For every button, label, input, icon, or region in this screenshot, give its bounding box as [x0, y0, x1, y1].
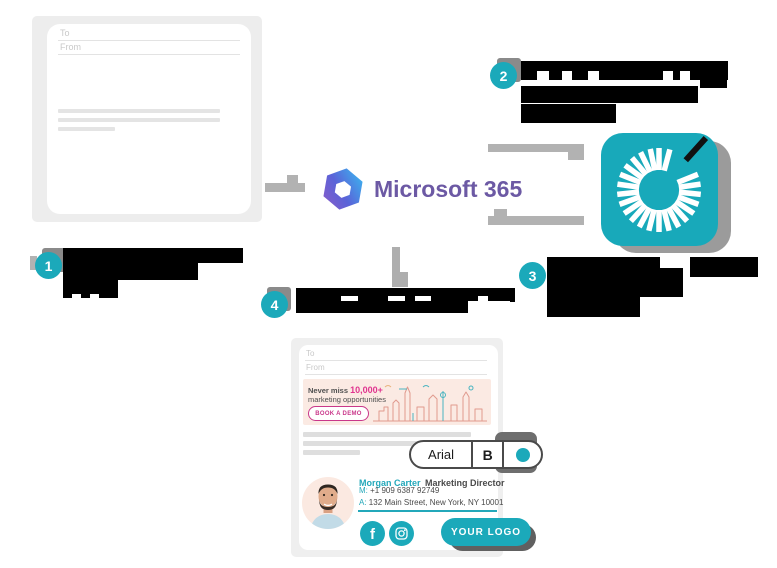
redacted-text-block	[547, 257, 660, 268]
banner-prefix: Never miss	[308, 386, 351, 395]
color-picker-section[interactable]	[504, 442, 541, 467]
step-4-badge: 4	[261, 291, 288, 318]
to-field-underline	[305, 360, 487, 361]
placeholder-text-line	[303, 450, 360, 455]
from-field-underline	[305, 374, 487, 375]
redacted-text-block	[63, 263, 198, 280]
from-field-underline	[58, 54, 240, 55]
to-field-underline	[58, 40, 240, 41]
signature-job-title: Marketing Director	[424, 478, 505, 488]
connector-right-bottom	[488, 216, 584, 225]
step-2-badge: 2	[490, 62, 517, 89]
connector-down	[392, 247, 400, 287]
to-field[interactable]: To	[306, 349, 315, 358]
connector-left-arrow	[265, 183, 305, 192]
microsoft-365-label: Microsoft 365	[374, 176, 523, 202]
redacted-text-block	[700, 61, 727, 88]
facebook-f-glyph: f	[370, 526, 375, 543]
to-field[interactable]: To	[60, 28, 70, 38]
placeholder-text-line	[303, 432, 471, 437]
signature-divider	[358, 510, 497, 512]
instagram-glyph	[395, 527, 408, 540]
signature-name-line: Morgan Carter Marketing Director	[359, 473, 505, 491]
microsoft-365-icon	[323, 168, 363, 210]
mobile-label: M:	[359, 486, 368, 495]
connector-right-bottom-arrowhead	[494, 209, 507, 216]
step-3-badge: 3	[519, 262, 546, 289]
from-field[interactable]: From	[306, 363, 325, 372]
step-1-badge: 1	[35, 252, 62, 279]
redacted-text-block	[63, 248, 243, 263]
connector-fragment	[30, 256, 37, 270]
marketing-banner: Never miss 10,000+ marketing opportuniti…	[303, 379, 491, 425]
redacted-text-block	[296, 288, 511, 301]
bold-button[interactable]: B	[473, 442, 505, 467]
redacted-text-block	[547, 297, 640, 317]
book-a-demo-button[interactable]: BOOK A DEMO	[308, 406, 369, 421]
redacted-text-block	[63, 280, 118, 298]
city-skyline-illustration	[373, 385, 487, 422]
connector-left-arrowhead	[287, 175, 298, 183]
placeholder-text-line	[303, 441, 471, 446]
connector-down-foot	[400, 272, 408, 287]
banner-highlight: 10,000+	[350, 385, 383, 395]
banner-text-line1: Never miss 10,000+	[308, 385, 383, 395]
placeholder-text-line	[58, 118, 220, 122]
mobile-number: +1 909 6387 92749	[370, 486, 440, 495]
exclaimer-spiral-icon	[601, 133, 731, 253]
banner-text-line2: marketing opportunities	[308, 395, 386, 404]
redacted-text-block	[510, 288, 515, 302]
instagram-icon[interactable]	[389, 521, 414, 546]
address-text: 132 Main Street, New York, NY 10001	[368, 498, 504, 507]
blank-email-card: To From	[47, 24, 251, 214]
redacted-text-block	[296, 301, 468, 313]
address-label: A:	[359, 498, 367, 507]
connector-right-top-arrowhead	[568, 152, 584, 160]
your-logo-button[interactable]: YOUR LOGO	[441, 518, 531, 546]
connector-right-top	[488, 144, 584, 152]
pencil-dash-icon	[683, 135, 709, 163]
signature-mobile-line: M: +1 909 6387 92749	[359, 486, 439, 495]
placeholder-text-line	[58, 109, 220, 113]
redacted-text-block	[521, 104, 616, 123]
redacted-text-block	[547, 268, 683, 297]
facebook-icon[interactable]: f	[360, 521, 385, 546]
font-family-selector[interactable]: Arial	[411, 442, 474, 467]
avatar	[302, 477, 354, 529]
redacted-text-block	[521, 61, 728, 80]
signature-address-line: A: 132 Main Street, New York, NY 10001	[359, 498, 503, 507]
redacted-text-block	[521, 86, 698, 103]
signature-name: Morgan Carter	[359, 478, 421, 488]
from-field[interactable]: From	[60, 42, 81, 52]
placeholder-text-line	[58, 127, 115, 131]
formatting-toolbar: Arial B	[409, 440, 543, 469]
color-swatch-dot[interactable]	[515, 447, 530, 462]
redacted-text-block	[690, 257, 758, 277]
